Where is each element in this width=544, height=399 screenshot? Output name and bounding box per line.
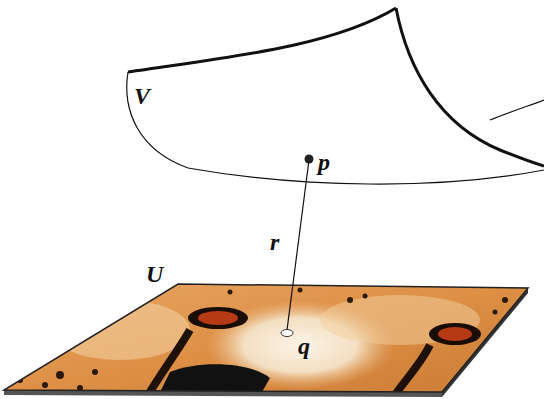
point-p — [305, 155, 314, 164]
plane-outline — [4, 284, 528, 392]
point-q — [281, 330, 293, 337]
surface-label: V — [134, 84, 150, 108]
plane-label: U — [146, 262, 163, 286]
point-label: q — [296, 334, 312, 358]
texture-plane — [0, 280, 544, 399]
distance-label: r — [270, 230, 279, 254]
point-label: p — [318, 150, 330, 174]
distance-line — [287, 160, 309, 330]
surface — [127, 8, 544, 184]
